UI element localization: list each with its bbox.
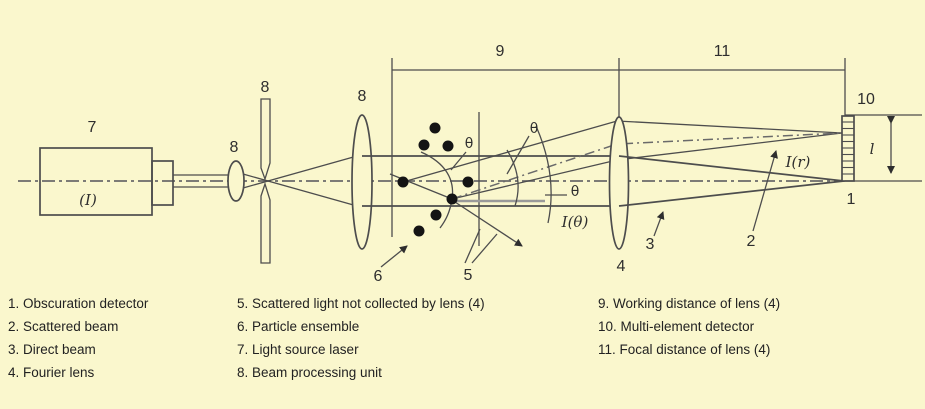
incident-ray-to-particle [389,173,453,200]
particle-ensemble-dots [397,122,474,237]
pinhole-plate-bottom [260,181,271,264]
legend-item: 8. Beam processing unit [237,365,382,380]
legend-item: 6. Particle ensemble [237,319,360,334]
label6-arrow [380,245,408,268]
particle-dot [413,225,425,237]
legend-column-3: 9. Working distance of lens (4) 10. Mult… [598,292,780,361]
legend-item: 3. Direct beam [8,342,96,357]
legend-item: 7. Light source laser [237,342,359,357]
uncollected-scattered-ray [454,201,523,247]
particle-dot [429,122,441,134]
particle-dot [418,139,430,151]
label5-pointer-1 [464,228,481,264]
legend-item: 5. Scattered light not collected by lens… [237,296,485,311]
label-i-theta: I(θ) [561,213,589,231]
label-3-direct-beam: 3 [646,236,655,253]
label-theta-1: θ [465,136,474,152]
detector-hatching [842,121,854,175]
legend-item: 4. Fourier lens [8,365,95,380]
label-7-laser: 7 [88,119,97,136]
label-11-focal-distance: 11 [714,43,731,60]
particle-dot [430,209,442,221]
label-laser-intensity: (I) [79,191,97,209]
particle-dot [397,176,409,188]
particle-dot [442,140,454,152]
beam-processing-lens [227,160,245,202]
label-2-scattered-beam: 2 [747,233,756,250]
legend-item: 9. Working distance of lens (4) [598,296,781,311]
wavefront-arc-outer [535,125,552,224]
wavefront-arc-inner [506,149,519,207]
fourier-lens [608,116,630,250]
legend-item: 11. Focal distance of lens (4) [598,342,771,357]
direct-beam-top [618,155,845,182]
legend-item: 10. Multi-element detector [598,319,755,334]
label-detector-height: l [870,140,875,158]
scattered-chief-ray [451,132,843,200]
label-6-particle-ensemble: 6 [374,268,383,285]
label-8-collimating-lens: 8 [358,88,367,105]
label-8-plate: 8 [261,79,270,96]
particle-dot [462,176,474,188]
legend-item: 2. Scattered beam [8,319,119,334]
label3-arrow [653,211,665,237]
direct-beam-bottom [618,180,845,207]
pinhole-plate-top [260,98,271,182]
label-4-fourier-lens: 4 [617,258,626,275]
label-1-obscuration-detector: 1 [847,191,856,208]
laser-snout [151,160,174,206]
label5-pointer-2 [471,233,498,264]
pinhole-ray-1 [242,173,358,207]
theta2-pointer [506,135,530,175]
label2-arrow [752,150,778,232]
label-9-working-distance: 9 [496,43,505,60]
pinhole-ray-2 [242,155,358,189]
label-theta-3: θ [571,184,580,200]
label-8-small-lens: 8 [230,139,239,156]
theta1-pointer [450,151,467,171]
legend-item: 1. Obscuration detector [8,296,149,311]
label-10-multi-element-detector: 10 [857,91,875,108]
label-theta-2: θ [530,121,539,137]
particle-dot [446,193,458,205]
legend-column-1: 1. Obscuration detector 2. Scattered bea… [8,292,148,384]
collimating-lens [351,114,373,250]
label-5-uncollected: 5 [464,267,473,284]
legend-column-2: 5. Scattered light not collected by lens… [237,292,485,384]
label-i-r: I(r) [785,153,811,171]
